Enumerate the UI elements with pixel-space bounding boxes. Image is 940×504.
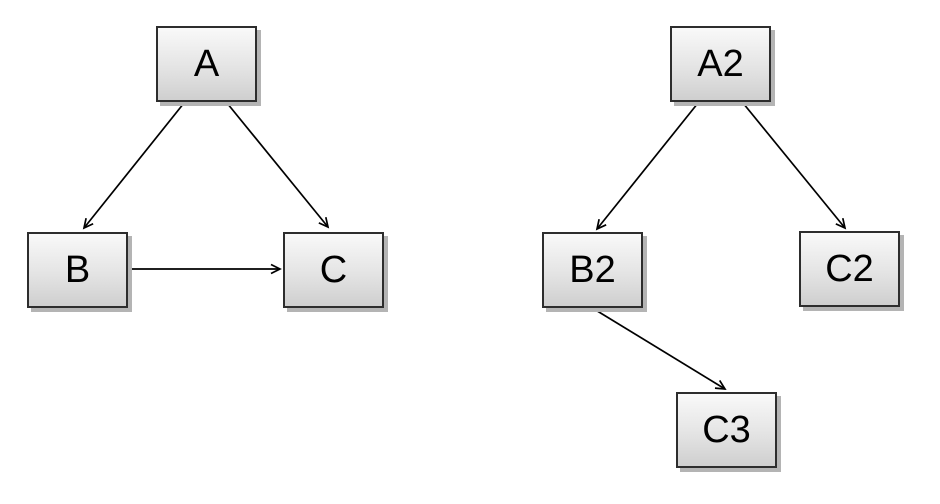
- node-B2-label: B2: [569, 249, 616, 291]
- node-B: B: [27, 232, 128, 308]
- node-C2: C2: [799, 231, 900, 307]
- edge-A-C: [226, 102, 330, 229]
- node-B-label: B: [64, 249, 91, 291]
- node-C: C: [283, 232, 384, 308]
- edge-A2-C2: [742, 102, 847, 230]
- node-A-label: A: [193, 43, 220, 85]
- edge-A2-B2: [595, 102, 699, 231]
- node-A2-label: A2: [697, 43, 744, 85]
- node-C3-label: C3: [702, 409, 751, 451]
- node-C2-label: C2: [825, 248, 874, 290]
- node-A2: A2: [670, 26, 771, 102]
- edge-A-B: [82, 102, 185, 230]
- node-B2: B2: [542, 232, 643, 308]
- edge-B2-C3: [593, 308, 727, 390]
- node-C-label: C: [319, 249, 348, 291]
- node-A: A: [156, 26, 257, 102]
- node-C3: C3: [676, 392, 777, 468]
